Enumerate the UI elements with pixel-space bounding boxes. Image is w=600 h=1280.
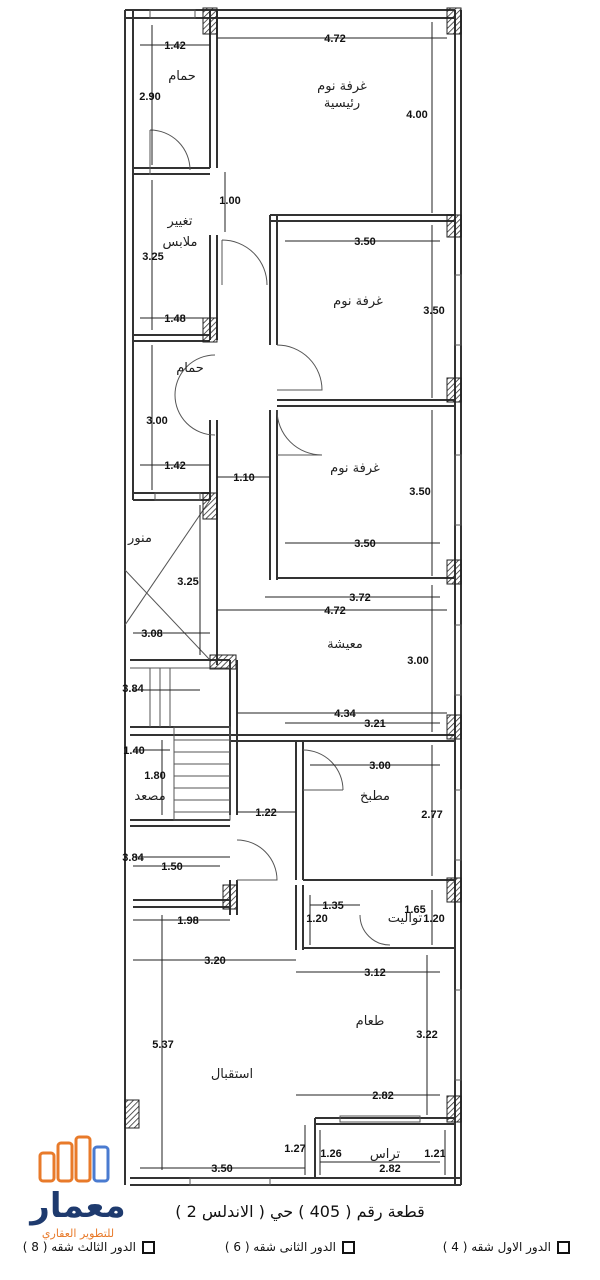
dim-label: 3.50 xyxy=(354,538,375,550)
dim-label: 1.42 xyxy=(164,40,185,52)
dim-label: 3.00 xyxy=(146,415,167,427)
dim-label: 1.27 xyxy=(284,1143,305,1155)
windows xyxy=(149,9,462,1186)
room-dressing-line1: تغيير xyxy=(167,214,193,229)
logo-text: معمار xyxy=(28,1186,125,1226)
dim-label: 1.20 xyxy=(423,913,444,925)
dim-label: 3.72 xyxy=(349,592,370,604)
dim-label: 1.40 xyxy=(123,745,144,757)
checkbox-icon[interactable] xyxy=(557,1240,570,1254)
room-bedroom-1: غرفة نوم xyxy=(333,294,383,309)
dim-label: 1.21 xyxy=(424,1148,445,1160)
dim-label: 3.20 xyxy=(204,955,225,967)
floor-plan: حمام غرفة نوم رئيسية تغيير ملابس غرفة نو… xyxy=(122,7,462,1186)
dim-label: 4.72 xyxy=(324,605,345,617)
floor-option-label: الدور الثالث شقه ( 8 ) xyxy=(22,1240,136,1254)
dim-label: 1.42 xyxy=(164,460,185,472)
room-light-well: منور xyxy=(127,531,152,546)
dim-label: 3.50 xyxy=(211,1163,232,1175)
room-bedroom-2: غرفة نوم xyxy=(330,461,380,476)
interior-walls xyxy=(130,10,455,1178)
dim-label: 1.98 xyxy=(177,915,198,927)
dimension-lines xyxy=(133,22,447,1175)
room-terrace: تراس xyxy=(370,1147,401,1162)
floor-option-2[interactable]: الدور الثانى شقه ( 6 ) xyxy=(225,1240,355,1254)
dim-label: 2.77 xyxy=(421,809,442,821)
dim-label: 3.84 xyxy=(122,852,144,864)
dim-label: 4.72 xyxy=(324,33,345,45)
dim-label: 3.22 xyxy=(416,1029,437,1041)
room-bathroom-2: حمام xyxy=(176,361,204,376)
dim-label: 1.80 xyxy=(144,770,165,782)
floor-option-3[interactable]: الدور الثالث شقه ( 8 ) xyxy=(23,1240,155,1254)
dim-label: 3.84 xyxy=(122,683,144,695)
dim-label: 3.00 xyxy=(369,760,390,772)
room-living: معيشة xyxy=(327,637,363,652)
dim-label: 3.25 xyxy=(142,251,163,263)
room-dining: طعام xyxy=(356,1014,385,1029)
company-logo: معمار للتطوير العقاري xyxy=(18,1135,148,1245)
checkbox-icon[interactable] xyxy=(342,1240,355,1254)
room-kitchen: مطبخ xyxy=(360,789,390,804)
doors xyxy=(149,129,391,946)
dim-label: 3.21 xyxy=(364,718,385,730)
dim-label: 3.25 xyxy=(177,576,198,588)
floor-option-label: الدور الثانى شقه ( 6 ) xyxy=(224,1240,336,1254)
room-dressing-line2: ملابس xyxy=(163,235,198,250)
dim-label: 3.08 xyxy=(141,628,162,640)
dim-label: 1.20 xyxy=(306,913,327,925)
dim-label: 4.00 xyxy=(406,109,427,121)
room-master-bedroom-line1: غرفة نوم xyxy=(317,79,367,94)
logo-subtext: للتطوير العقاري xyxy=(42,1227,114,1240)
dim-label: 1.48 xyxy=(164,313,185,325)
room-bathroom-1: حمام xyxy=(168,69,196,84)
dim-label: 1.50 xyxy=(161,861,182,873)
dim-label: 3.50 xyxy=(423,305,444,317)
dim-label: 3.00 xyxy=(407,655,428,667)
checkbox-icon[interactable] xyxy=(142,1240,155,1254)
dim-label: 2.82 xyxy=(372,1090,393,1102)
room-reception: استقبال xyxy=(211,1067,253,1082)
room-master-bedroom-line2: رئيسية xyxy=(324,96,360,111)
room-labels: حمام غرفة نوم رئيسية تغيير ملابس غرفة نو… xyxy=(127,69,423,1162)
floor-option-label: الدور الاول شقه ( 4 ) xyxy=(442,1240,551,1254)
room-toilet: تواليت xyxy=(388,911,423,926)
light-well-cross xyxy=(124,499,211,661)
dim-label: 1.65 xyxy=(404,904,425,916)
dim-label: 3.12 xyxy=(364,967,385,979)
dim-label: 3.50 xyxy=(409,486,430,498)
floor-options: الدور الاول شقه ( 4 ) الدور الثانى شقه (… xyxy=(0,1240,600,1266)
floor-option-1[interactable]: الدور الاول شقه ( 4 ) xyxy=(443,1240,570,1254)
dim-label: 1.26 xyxy=(320,1148,341,1160)
plot-caption: قطعة رقم ( 405 ) حي ( الاندلس 2 ) xyxy=(175,1202,425,1221)
dim-label: 1.00 xyxy=(219,195,240,207)
columns xyxy=(124,7,462,1129)
room-elevator: مصعد xyxy=(134,789,165,804)
dim-label: 2.82 xyxy=(379,1163,400,1175)
dimension-labels: 4.72 1.42 2.90 4.00 1.00 3.25 3.50 3.50 … xyxy=(122,33,445,1175)
dim-label: 1.35 xyxy=(322,900,343,912)
dim-label: 2.90 xyxy=(139,91,160,103)
dim-label: 5.37 xyxy=(152,1039,173,1051)
dim-label: 1.10 xyxy=(233,472,254,484)
dim-label: 1.22 xyxy=(255,807,276,819)
dim-label: 4.34 xyxy=(334,708,356,720)
dim-label: 3.50 xyxy=(354,236,375,248)
